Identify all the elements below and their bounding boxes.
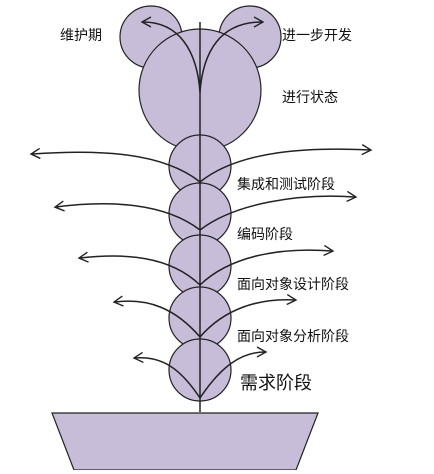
requirements-right-arrow bbox=[199, 346, 268, 399]
oo-analysis-left-arrow bbox=[112, 295, 201, 338]
top-right-spray-arrow bbox=[199, 16, 265, 93]
further-development-label: 进一步开发 bbox=[282, 28, 352, 44]
flower-pot bbox=[51, 412, 319, 471]
coding-label: 编码阶段 bbox=[237, 227, 293, 243]
integration-right-arrow bbox=[199, 144, 373, 183]
maintenance-label: 维护期 bbox=[60, 28, 102, 44]
top-left-spray-arrow bbox=[140, 16, 201, 93]
requirements-label: 需求阶段 bbox=[240, 373, 312, 394]
oo-design-label: 面向对象设计阶段 bbox=[237, 277, 349, 293]
oo-analysis-label: 面向对象分析阶段 bbox=[237, 329, 349, 345]
in-progress-label: 进行状态 bbox=[282, 90, 338, 106]
integration-left-arrow bbox=[29, 147, 201, 183]
oo-design-right-arrow bbox=[199, 244, 335, 286]
oo-design-left-arrow bbox=[77, 251, 201, 286]
coding-left-arrow bbox=[53, 200, 201, 231]
oo-analysis-right-arrow bbox=[199, 293, 298, 338]
coding-right-arrow bbox=[199, 190, 358, 231]
requirements-left-arrow bbox=[132, 351, 201, 399]
integration-testing-label: 集成和测试阶段 bbox=[237, 177, 335, 193]
